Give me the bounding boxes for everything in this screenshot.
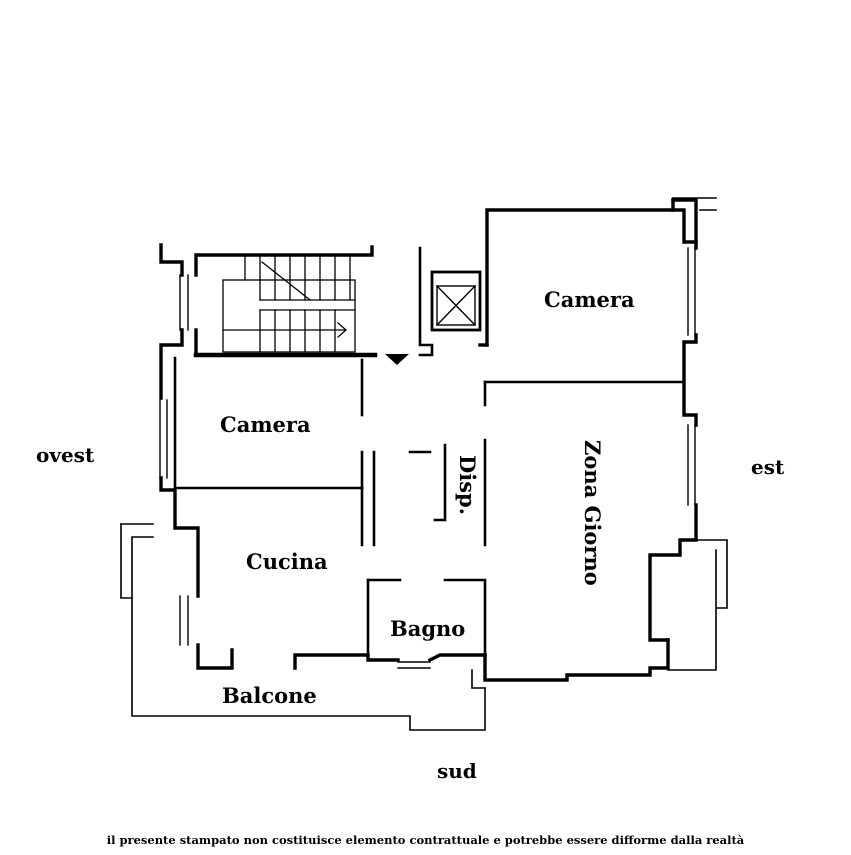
staircase <box>222 254 356 353</box>
disclaimer-note: il presente stampato non costituisce ele… <box>106 833 745 847</box>
compass-label-est: est <box>751 455 785 479</box>
window-lines <box>159 247 696 669</box>
entrance-arrow-icon <box>385 354 409 365</box>
compass-label-ovest: ovest <box>36 443 95 467</box>
interior-walls <box>173 246 686 657</box>
room-label-disp: Disp. <box>455 455 480 516</box>
room-label-camera-w: Camera <box>220 412 311 437</box>
room-label-balcone: Balcone <box>222 683 317 708</box>
room-label-cucina: Cucina <box>246 549 328 574</box>
room-label-bagno: Bagno <box>390 616 466 641</box>
exterior-walls <box>159 198 698 682</box>
room-label-zona-giorno: Zona Giorno <box>580 440 605 586</box>
room-label-camera-ne: Camera <box>544 287 635 312</box>
balcony-outline <box>120 197 728 731</box>
compass-label-sud: sud <box>437 759 477 783</box>
